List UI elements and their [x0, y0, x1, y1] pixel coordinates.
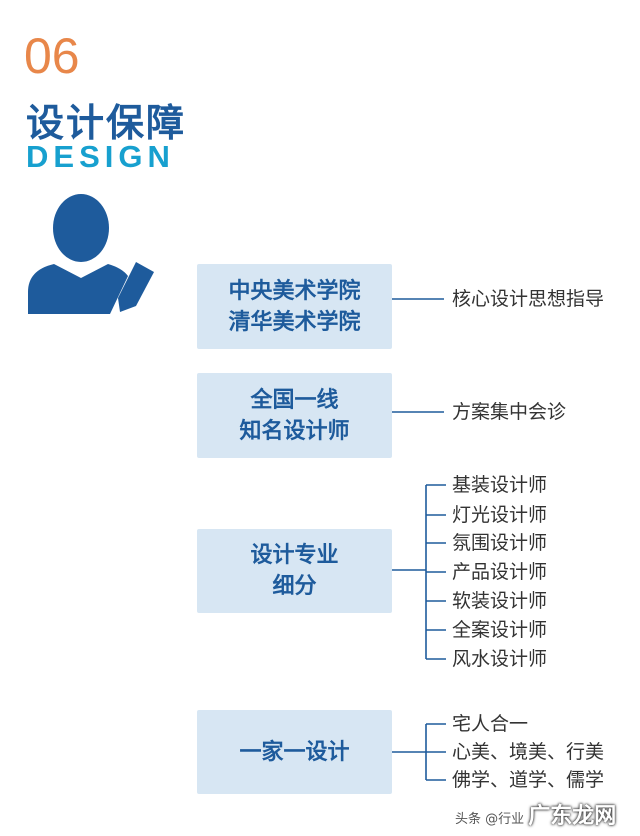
leaf-item: 产品设计师: [452, 561, 548, 583]
group-box-designers: 全国一线 知名设计师: [197, 373, 392, 458]
watermark: 头条 @行业 广东龙网: [455, 798, 616, 830]
section-title: 设计保障: [26, 101, 187, 145]
box-line: 中央美术学院: [228, 278, 361, 304]
leaf-item: 风水设计师: [452, 648, 548, 670]
watermark-brand: 广东龙网: [528, 804, 617, 829]
leaf-item: 全案设计师: [452, 619, 548, 641]
leaf-item: 氛围设计师: [452, 532, 548, 554]
leaf-item: 佛学、道学、儒学: [452, 769, 605, 791]
leaf-item: 灯光设计师: [452, 504, 548, 526]
leaf-item: 方案集中会诊: [452, 401, 567, 423]
section-subtitle: DESIGN: [26, 139, 175, 174]
group-box-academies: 中央美术学院 清华美术学院: [197, 264, 392, 349]
leaf-item: 核心设计思想指导: [452, 288, 605, 310]
leaf-item: 软装设计师: [452, 590, 548, 612]
section-number: 06: [24, 28, 80, 84]
leaf-item: 心美、境美、行美: [452, 741, 605, 763]
box-line: 知名设计师: [239, 418, 350, 444]
box-line: 细分: [272, 574, 317, 599]
box-line: 设计专业: [250, 543, 339, 568]
leaf-item: 基装设计师: [452, 474, 548, 496]
person-with-pen-icon: [28, 194, 154, 314]
group-box-one-family: 一家一设计: [197, 710, 392, 794]
leaf-item: 宅人合一: [452, 713, 529, 735]
group-box-specialization: 设计专业 细分: [197, 529, 392, 613]
box-line: 一家一设计: [239, 739, 350, 765]
watermark-prefix: 头条 @行业: [455, 812, 525, 827]
box-line: 清华美术学院: [228, 309, 361, 335]
box-line: 全国一线: [250, 387, 339, 413]
